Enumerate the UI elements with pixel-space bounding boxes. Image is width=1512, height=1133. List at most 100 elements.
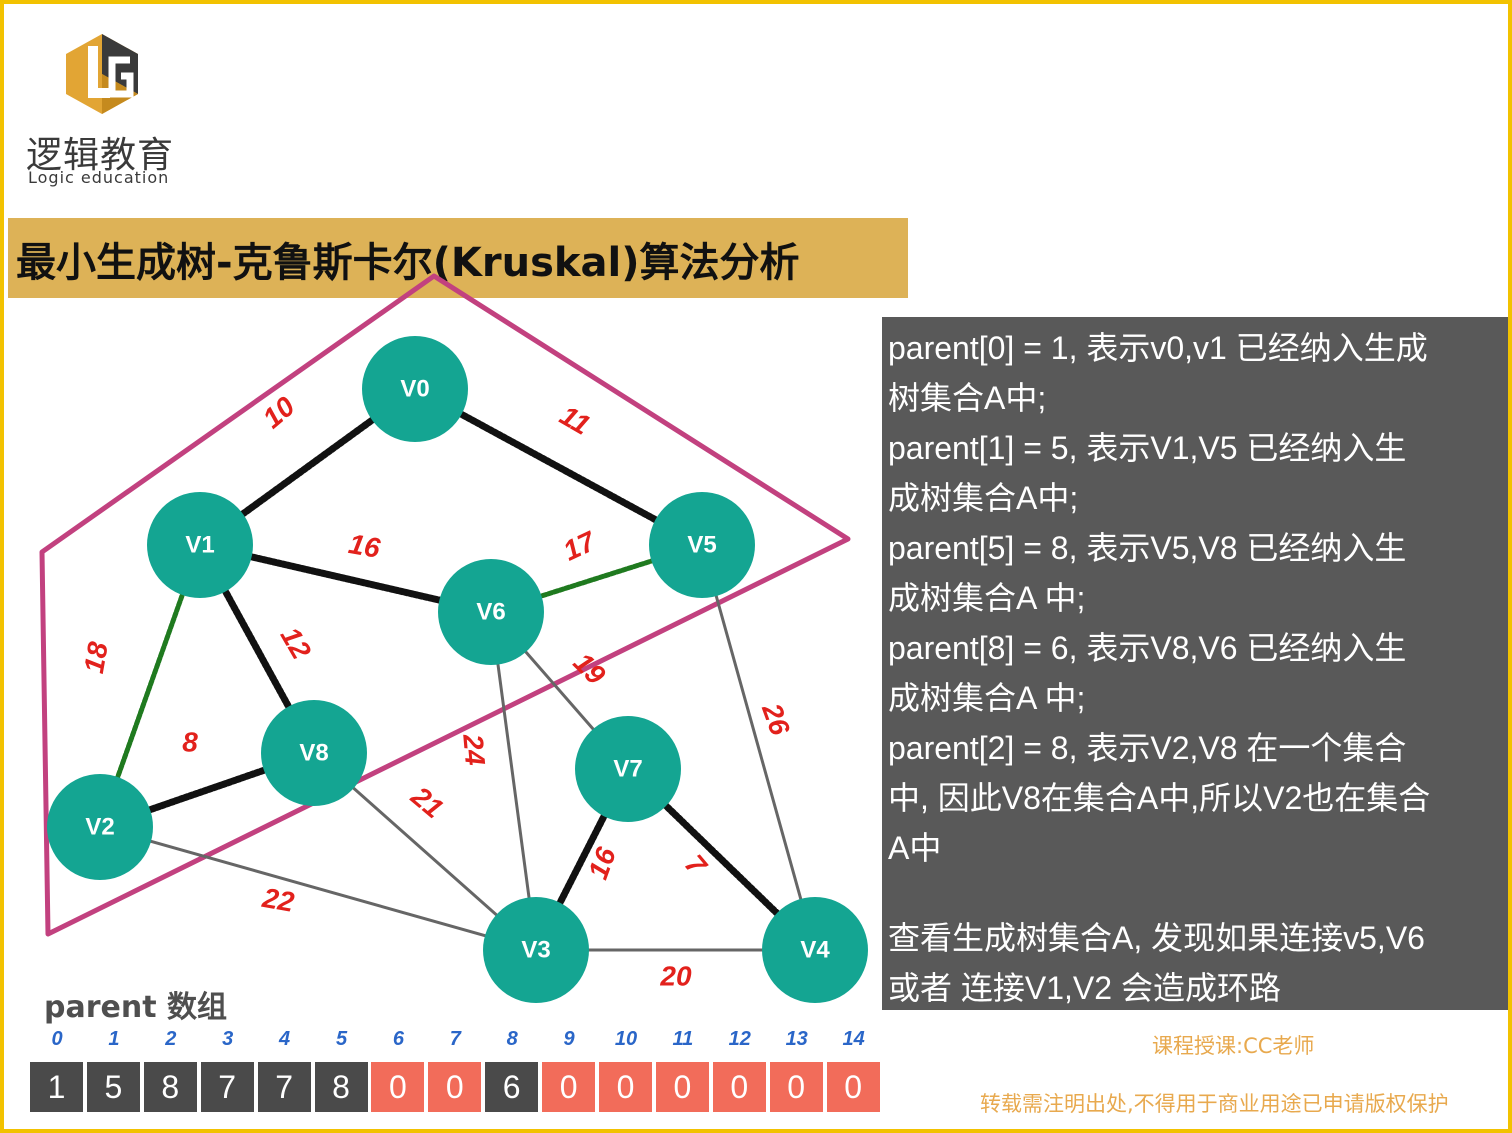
node-circle: [47, 774, 153, 880]
edge-v2-v3: [98, 825, 538, 952]
info-panel: parent[0] = 1, 表示v0,v1 已经纳入生成树集合A中; paren…: [882, 317, 1508, 1010]
node-circle: [575, 716, 681, 822]
node-v6: V6: [438, 559, 544, 665]
node-label: V2: [85, 813, 114, 840]
parent-index: 5: [335, 1028, 348, 1050]
set-a-outline: [39, 273, 851, 937]
node-v8: V8: [261, 700, 367, 806]
parent-index: 8: [506, 1028, 518, 1050]
parent-index: 9: [563, 1028, 575, 1050]
parent-index: 7: [449, 1028, 461, 1050]
parent-index: 11: [672, 1028, 694, 1050]
edge-weight-label: 20: [659, 960, 692, 991]
edge-weight-label: 24: [457, 732, 491, 767]
info-line: parent[2] = 8, 表示V2,V8 在一个集合: [888, 730, 1407, 766]
parent-index: 2: [165, 1028, 177, 1050]
parent-index: 4: [279, 1028, 291, 1050]
edge-weight-label: 17: [558, 525, 601, 567]
node-circle: [762, 897, 868, 1003]
edge-weight-label: 18: [78, 639, 114, 675]
copyright-notice: 转载需注明出处,不得用于商业用途已申请版权保护: [980, 1092, 1449, 1116]
parent-index: 0: [51, 1028, 63, 1050]
node-circle: [438, 559, 544, 665]
logo-name-en: Logic education: [28, 168, 170, 187]
parent-index: 10: [614, 1028, 638, 1050]
edge-weight-label: 16: [346, 528, 382, 564]
node-label: V4: [800, 936, 830, 963]
node-v3: V3: [483, 897, 589, 1003]
title-bar: 最小生成树-克鲁斯卡尔(Kruskal)算法分析: [8, 218, 908, 298]
logo-name-cn: 逻辑教育: [26, 135, 175, 176]
info-line: parent[1] = 5, 表示V1,V5 已经纳入生: [888, 430, 1407, 466]
node-circle: [147, 492, 253, 598]
parent-cell: 0: [599, 1062, 652, 1112]
parent-cell: 0: [655, 1062, 709, 1112]
info-line: 成树集合A 中;: [888, 580, 1086, 616]
info-conclusion-line: 查看生成树集合A, 发现如果连接v5,V6: [888, 920, 1425, 956]
node-circle: [261, 700, 367, 806]
node-label: V6: [476, 598, 505, 625]
node-label: V8: [299, 739, 328, 766]
parent-cell: 7: [257, 1062, 311, 1112]
logo-hexagon-icon: [66, 34, 138, 114]
node-label: V3: [521, 936, 550, 963]
parent-cell: 0: [826, 1062, 880, 1112]
info-line: parent[5] = 8, 表示V5,V8 已经纳入生: [888, 530, 1407, 566]
node-v1: V1: [147, 492, 253, 598]
node-v2: V2: [47, 774, 153, 880]
info-line: 成树集合A中;: [888, 480, 1079, 516]
parent-cell: 1: [30, 1062, 83, 1112]
edge-weight-label: 8: [182, 726, 198, 757]
page-title: 最小生成树-克鲁斯卡尔(Kruskal)算法分析: [16, 240, 800, 286]
info-conclusion-line: 或者 连接V1,V2 会造成环路: [888, 970, 1281, 1006]
info-line: parent[0] = 1, 表示v0,v1 已经纳入生成: [888, 330, 1428, 366]
edge-weight-label: 12: [275, 622, 318, 665]
parent-cell: 0: [542, 1062, 596, 1112]
parent-cell: 0: [428, 1062, 482, 1112]
parent-cell: 0: [769, 1062, 823, 1112]
logo: 逻辑教育 Logic education: [26, 30, 196, 190]
node-label: V5: [687, 531, 716, 558]
node-label: V7: [613, 755, 642, 782]
parent-index: 14: [842, 1028, 865, 1050]
edge-weight-label: 22: [259, 882, 296, 918]
info-line: parent[8] = 6, 表示V8,V6 已经纳入生: [888, 630, 1407, 666]
node-label: V1: [185, 531, 214, 558]
parent-index: 13: [785, 1028, 808, 1050]
parent-cell: 7: [200, 1062, 254, 1112]
node-circle: [362, 336, 468, 442]
edge-weight-label: 19: [568, 647, 612, 691]
parent-cell: 0: [371, 1062, 425, 1112]
node-v4: V4: [762, 897, 868, 1003]
info-line: 树集合A中;: [888, 380, 1047, 416]
parent-cell: 8: [314, 1062, 368, 1112]
edge-v6-v3: [489, 610, 538, 952]
edge-weight-label: 11: [555, 399, 596, 440]
parent-cell: 8: [143, 1062, 197, 1112]
parent-cell: 6: [485, 1062, 539, 1112]
node-circle: [483, 897, 589, 1003]
node-v5: V5: [649, 492, 755, 598]
edge-weight-label: 21: [405, 780, 450, 824]
parent-index: 1: [108, 1028, 120, 1050]
node-v7: V7: [575, 716, 681, 822]
edge-v5-v4: [700, 543, 817, 952]
node-v0: V0: [362, 336, 468, 442]
info-line: A中: [888, 830, 942, 866]
parent-cell: 0: [712, 1062, 766, 1112]
node-circle: [649, 492, 755, 598]
info-line: 成树集合A 中;: [888, 680, 1086, 716]
info-line: 中, 因此V8在集合A中,所以V2也在集合: [888, 780, 1431, 816]
parent-cell: 5: [86, 1062, 140, 1112]
parent-array-title: parent 数组: [44, 990, 228, 1025]
parent-index: 3: [222, 1028, 234, 1050]
parent-index: 6: [392, 1028, 404, 1050]
node-label: V0: [400, 375, 429, 402]
teacher-credit: 课程授课:CC老师: [1152, 1034, 1315, 1058]
edge-weight-label: 26: [756, 698, 796, 739]
edge-v0-v5: [411, 385, 706, 549]
edge-weight-label: 7: [679, 849, 714, 882]
parent-index: 12: [728, 1028, 751, 1050]
